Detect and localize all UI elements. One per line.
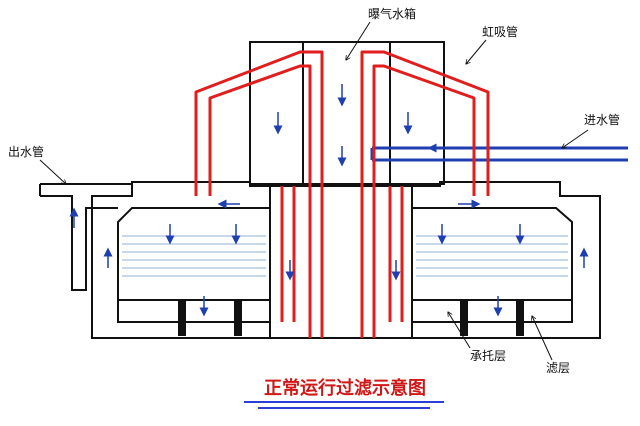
label-vent-tank: 曝气水箱: [368, 6, 416, 21]
label-inlet-pipe: 进水管: [584, 112, 620, 127]
outlet-pipe: [39, 183, 133, 291]
filter-media-left: [122, 235, 266, 277]
label-filter-layer: 滤层: [546, 361, 570, 375]
label-support-layer: 承托层: [470, 349, 506, 363]
watermark-text: 头条 @水上乐园设备: [466, 401, 596, 418]
leader-lines: [39, 21, 589, 361]
label-siphon-pipe: 虹吸管: [482, 24, 518, 39]
tank-body: [91, 181, 601, 339]
support-blocks: [178, 300, 524, 336]
caption-title: 正常运行过滤示意图: [264, 377, 426, 399]
inlet-pipe: [370, 146, 628, 162]
label-outlet-pipe: 出水管: [8, 144, 44, 159]
siphon-pipes: [194, 50, 490, 338]
flow-arrows: [69, 84, 589, 317]
filter-media-right: [416, 235, 568, 277]
